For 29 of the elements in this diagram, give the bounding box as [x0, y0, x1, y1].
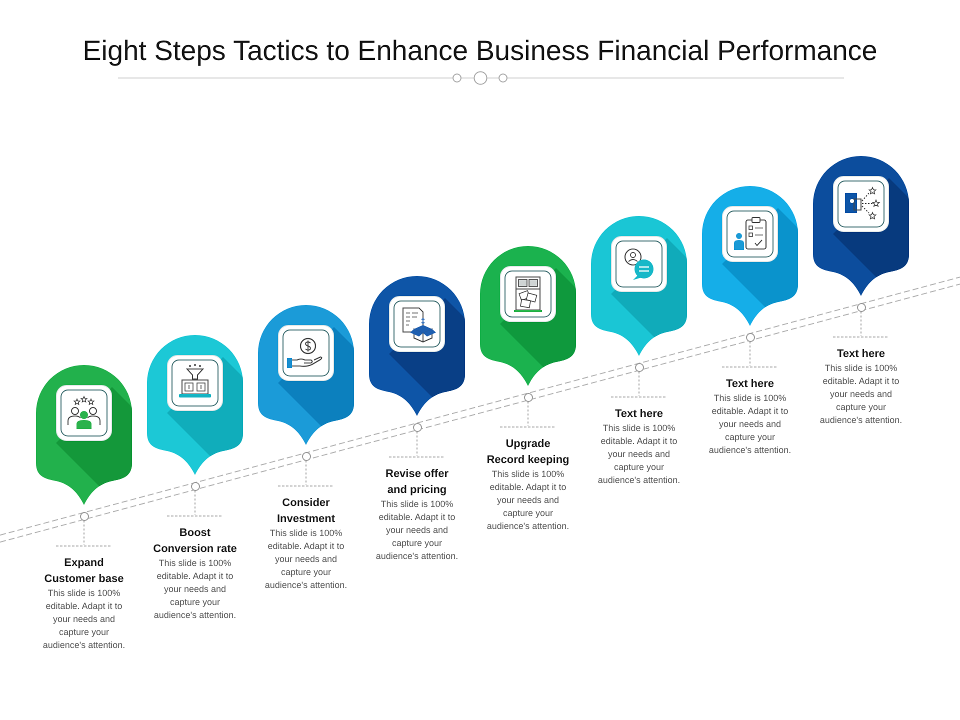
step-description: This slide is 100% editable. Adapt it to your needs and capture your audience's attention. — [596, 422, 682, 487]
step-heading: Boost Conversion rate — [152, 526, 238, 557]
timeline-dot — [190, 482, 200, 490]
step-heading: Text here — [614, 407, 664, 422]
leader-line — [860, 311, 862, 336]
step-description: This slide is 100% editable. Adapt it to your needs and capture your audience's attention. — [708, 392, 792, 457]
step-description: This slide is 100% editable. Adapt it to your needs and capture your audience's attention. — [486, 468, 570, 533]
step-heading: Text here — [836, 347, 886, 362]
leader-line — [416, 431, 418, 456]
step-heading: Revise offer and pricing — [384, 467, 450, 498]
timeline-dot — [634, 362, 644, 372]
timeline-dot — [856, 302, 866, 312]
step-heading: Upgrade Record keeping — [486, 437, 570, 468]
timeline-dot — [302, 452, 310, 460]
step-heading: Expand Customer base — [43, 556, 125, 587]
timeline-dot — [524, 392, 532, 402]
step-description: This slide is 100% editable. Adapt it to your needs and capture your audience's attention. — [152, 557, 238, 622]
title: Eight Steps Tactics to Enhance Business Financial Performance — [82, 34, 878, 68]
timeline-dot — [80, 512, 88, 520]
step-description: This slide is 100% editable. Adapt it to your needs and capture your audience's attention. — [42, 587, 126, 652]
step-heading: Text here — [724, 377, 776, 392]
step-description: This slide is 100% editable. Adapt it to your needs and capture your audience's attention. — [264, 527, 348, 592]
timeline-dot — [412, 422, 422, 432]
leader-line — [638, 371, 640, 396]
step-heading: Consider Investment — [276, 496, 336, 527]
timeline-dot — [746, 332, 754, 342]
leader-line — [194, 490, 196, 516]
step-description: This slide is 100% editable. Adapt it to your needs and capture your audience's attention. — [374, 498, 460, 563]
step-description: This slide is 100% editable. Adapt it to your needs and capture your audience's attention. — [818, 362, 904, 427]
